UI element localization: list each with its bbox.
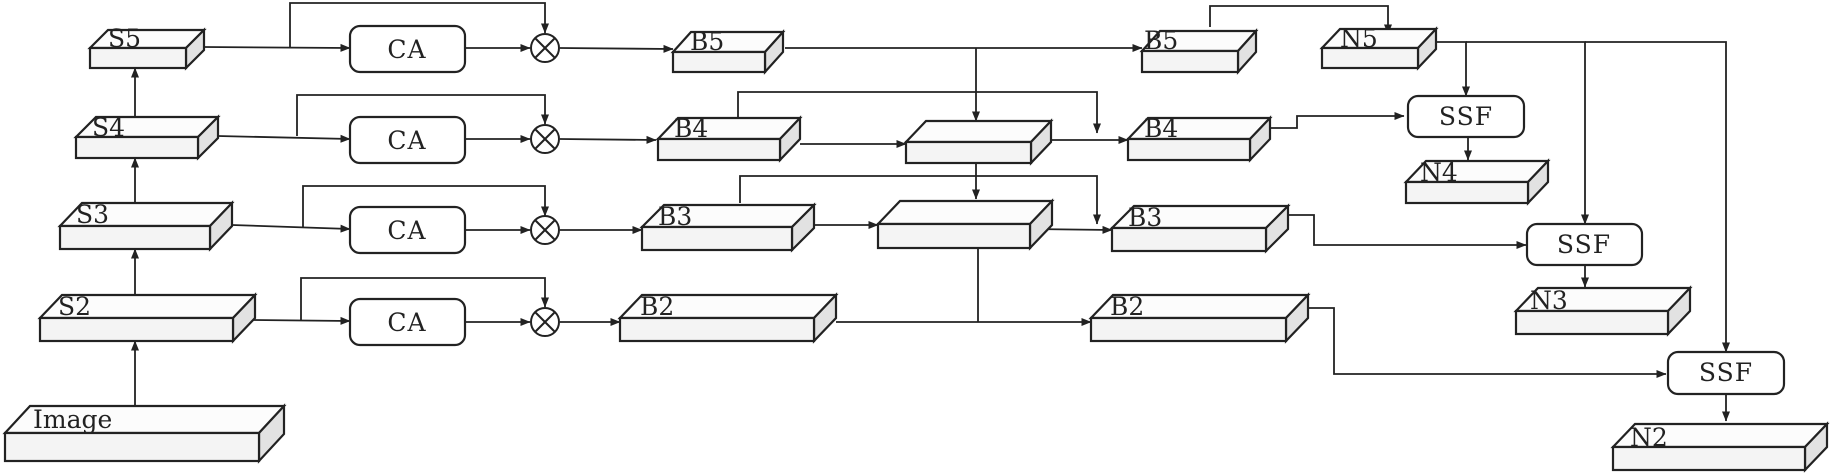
skip-s4-mult4 bbox=[296, 94, 549, 136]
multiply-icon-5 bbox=[530, 33, 560, 63]
ca-label-3: CA bbox=[387, 216, 426, 245]
arrow-n5-ssf4 bbox=[1436, 41, 1470, 97]
ssf-node-4: SSF bbox=[1406, 94, 1526, 139]
ca-label-5: CA bbox=[387, 35, 426, 64]
block-b5-second: B5 bbox=[1139, 26, 1259, 75]
multiply-icon-4 bbox=[530, 124, 560, 154]
skip-s2-mult2 bbox=[300, 277, 549, 320]
block-label-n4: N4 bbox=[1420, 158, 1458, 187]
ssf-node-2: SSF bbox=[1666, 350, 1786, 396]
skip-s5-mult5 bbox=[289, 2, 549, 47]
arrow-b2b-ssf2 bbox=[1308, 307, 1667, 378]
ca-label-2: CA bbox=[387, 308, 426, 337]
block-label-s5: S5 bbox=[108, 24, 141, 53]
block-s3: S3 bbox=[57, 200, 235, 252]
skip-b4-b4b bbox=[737, 91, 1101, 134]
block-s2: S2 bbox=[37, 292, 258, 344]
arrow-mult5-b5 bbox=[559, 44, 674, 53]
ca-node-3: CA bbox=[348, 205, 467, 255]
arrow-mult4-b4 bbox=[559, 135, 657, 144]
ssf-label-2: SSF bbox=[1699, 358, 1753, 387]
block-label-b2-second: B2 bbox=[1110, 292, 1144, 321]
arrow-s4-ca4 bbox=[217, 134, 351, 143]
arrow-s3-ca3 bbox=[231, 224, 351, 233]
block-b2-first: B2 bbox=[617, 292, 839, 344]
arrow-b4b-ssf4 bbox=[1268, 112, 1405, 129]
block-label-s2: S2 bbox=[58, 292, 91, 321]
ssf-node-3: SSF bbox=[1525, 222, 1644, 267]
block-merge-3 bbox=[875, 198, 1055, 251]
ca-node-2: CA bbox=[348, 297, 467, 347]
ssf-label-4: SSF bbox=[1439, 102, 1493, 131]
multiply-icon-2 bbox=[530, 307, 560, 337]
block-n4: N4 bbox=[1403, 158, 1551, 206]
block-merge-4 bbox=[903, 118, 1054, 166]
block-label-b4-second: B4 bbox=[1144, 114, 1178, 143]
block-label-b3-second: B3 bbox=[1128, 203, 1162, 232]
block-label-s3: S3 bbox=[76, 200, 109, 229]
block-s4: S4 bbox=[73, 113, 221, 161]
block-label-n5: N5 bbox=[1340, 24, 1378, 53]
block-n5: N5 bbox=[1319, 24, 1439, 71]
ca-label-4: CA bbox=[387, 126, 426, 155]
block-n2: N2 bbox=[1610, 421, 1830, 473]
block-s5: S5 bbox=[87, 24, 207, 71]
skip-b3-b3b bbox=[739, 175, 1101, 225]
block-label-n2: N2 bbox=[1630, 423, 1668, 452]
multiply-icon-3 bbox=[530, 215, 560, 245]
block-b5-first: B5 bbox=[670, 27, 786, 75]
block-label-b2-first: B2 bbox=[640, 292, 674, 321]
arrow-n5-ssf2 bbox=[1585, 41, 1730, 353]
block-b4-second: B4 bbox=[1125, 114, 1273, 163]
block-label-n3: N3 bbox=[1530, 286, 1568, 315]
skip-s3-mult3 bbox=[302, 185, 549, 227]
skip-b5b-n5 bbox=[1209, 5, 1392, 35]
block-b3-first: B3 bbox=[639, 202, 817, 253]
ssf-label-3: SSF bbox=[1557, 230, 1611, 259]
block-label-s4: S4 bbox=[92, 113, 125, 142]
arrow-b3b-ssf3 bbox=[1288, 214, 1527, 249]
arrow-s5-ca5 bbox=[203, 43, 351, 52]
block-n3: N3 bbox=[1513, 285, 1693, 337]
block-label-b4-first: B4 bbox=[674, 114, 708, 143]
block-image: Image bbox=[2, 403, 287, 464]
connectors bbox=[131, 2, 1730, 422]
ca-node-4: CA bbox=[348, 115, 467, 165]
arrow-s2-ca2 bbox=[251, 316, 351, 325]
ca-node-5: CA bbox=[348, 24, 467, 74]
block-label-b5-first: B5 bbox=[690, 27, 724, 56]
block-label-image: Image bbox=[33, 405, 112, 434]
block-b2-second: B2 bbox=[1088, 292, 1311, 344]
block-b3-second: B3 bbox=[1109, 203, 1291, 254]
block-label-b3-first: B3 bbox=[658, 202, 692, 231]
block-b4-first: B4 bbox=[655, 114, 803, 163]
block-label-b5-second: B5 bbox=[1144, 26, 1178, 55]
